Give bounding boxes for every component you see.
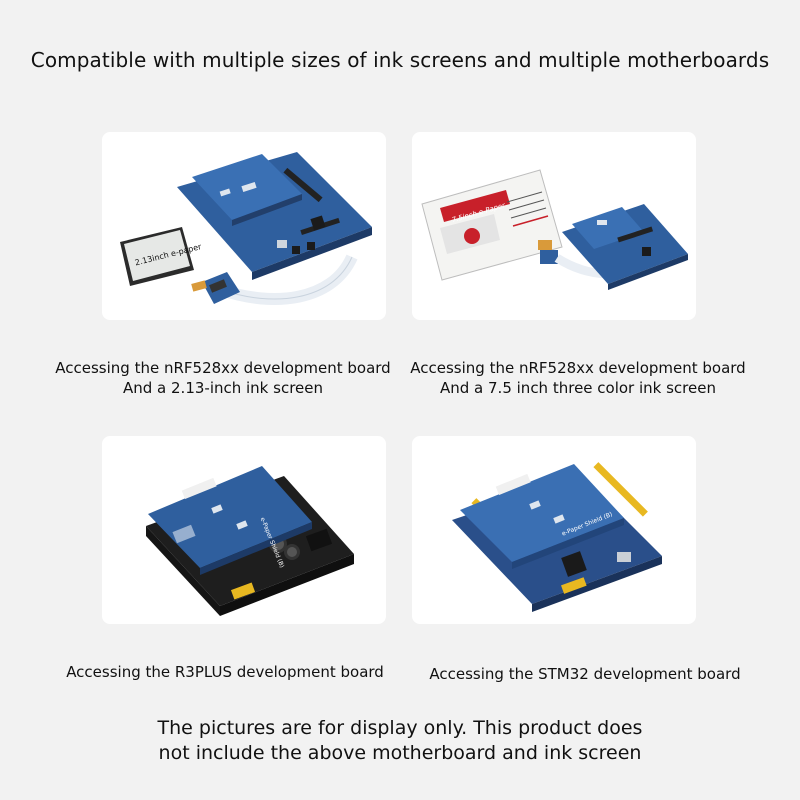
page-title: Compatible with multiple sizes of ink sc… — [30, 48, 770, 72]
r3plus-illustration: e-Paper Shield (B) — [146, 466, 354, 616]
caption-stm32: Accessing the STM32 development board — [410, 664, 760, 684]
epaper-adapter-board — [572, 207, 644, 249]
disclaimer: The pictures are for display only. This … — [0, 716, 800, 766]
nrf-2in13-illustration: 2.13inch e-paper — [120, 152, 372, 305]
caption-line: Accessing the nRF528xx development board — [55, 359, 391, 377]
disclaimer-line: not include the above motherboard and in… — [158, 742, 642, 764]
product-photo-r3plus: e-Paper Shield (B) — [102, 436, 386, 624]
product-photo-nrf-2in13: 2.13inch e-paper — [102, 132, 386, 320]
epaper-shield-b — [460, 464, 624, 562]
caption-line: And a 7.5 inch three color ink screen — [440, 379, 716, 397]
caption-line: And a 2.13-inch ink screen — [122, 379, 324, 397]
caption-nrf-7in5: Accessing the nRF528xx development board… — [403, 358, 753, 398]
product-photo-stm32: e-Paper Shield (B) — [412, 436, 696, 624]
product-photo-nrf-7in5: 7.5inch e-Paper — [412, 132, 696, 320]
caption-line: Accessing the nRF528xx development board — [410, 359, 746, 377]
caption-line: Accessing the R3PLUS development board — [66, 663, 384, 681]
epaper-shield-b — [148, 466, 312, 568]
nrf-7in5-illustration: 7.5inch e-Paper — [421, 169, 688, 290]
fpc-connector-board — [540, 250, 558, 264]
disclaimer-line: The pictures are for display only. This … — [157, 717, 643, 739]
stm32-illustration: e-Paper Shield (B) — [452, 462, 662, 612]
caption-nrf-2in13: Accessing the nRF528xx development board… — [48, 358, 398, 398]
caption-line: Accessing the STM32 development board — [429, 665, 741, 683]
caption-r3plus: Accessing the R3PLUS development board — [50, 662, 400, 682]
